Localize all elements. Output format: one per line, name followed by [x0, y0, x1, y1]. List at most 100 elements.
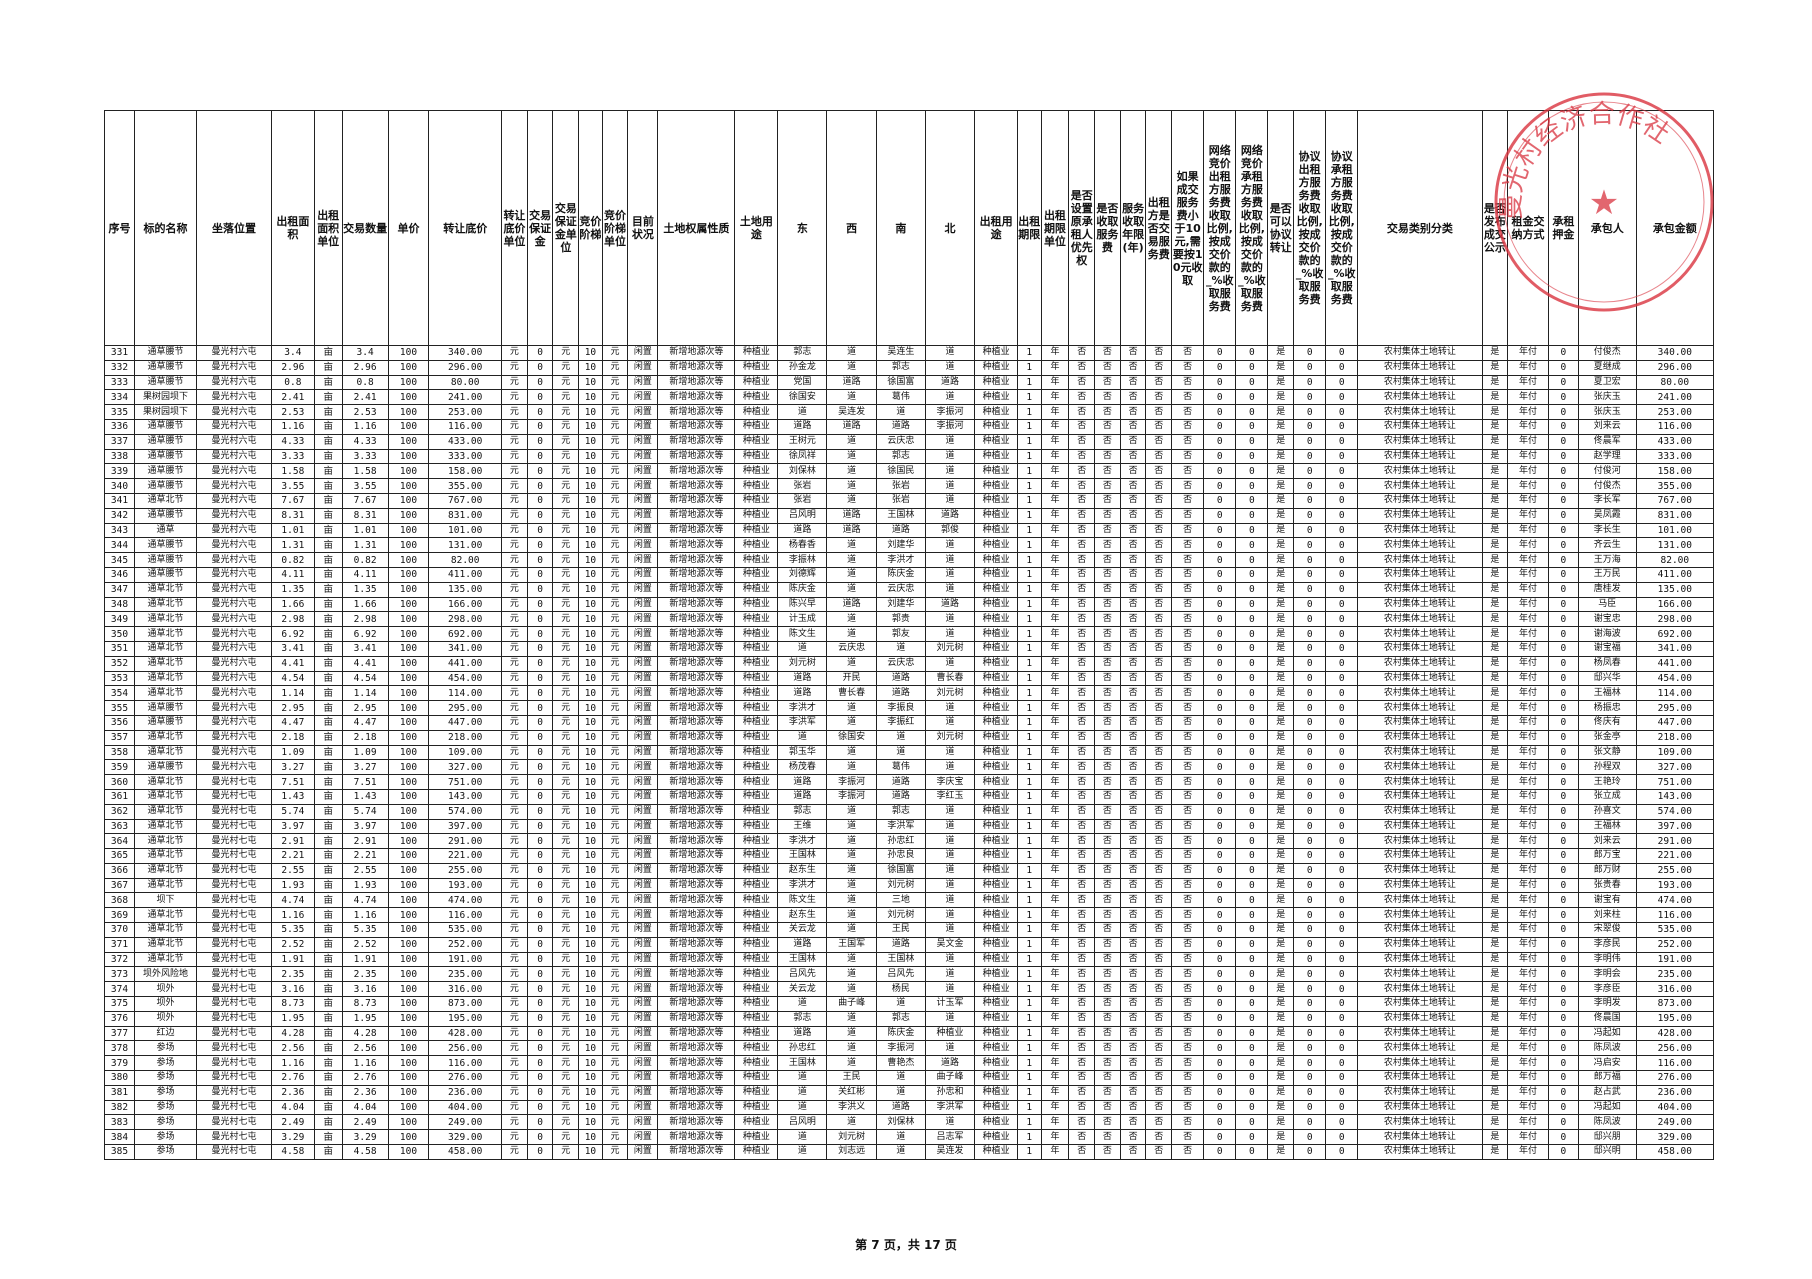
table-cell: 否 — [1145, 996, 1173, 1012]
table-cell: 143.00 — [1635, 788, 1715, 805]
table-cell: 3.55 — [270, 478, 315, 494]
table-cell: 闲置 — [627, 374, 659, 391]
table-cell: 否 — [1068, 522, 1096, 539]
table-cell: 种植业 — [974, 374, 1018, 391]
table-cell: 1.16 — [270, 418, 315, 435]
table-cell: 1 — [1016, 981, 1042, 998]
table-cell: 郭俊 — [924, 522, 976, 539]
table-cell: 751.00 — [1635, 774, 1715, 790]
table-cell: 0 — [1325, 877, 1359, 894]
table-cell: 元 — [601, 892, 629, 909]
table-cell: 0 — [1235, 922, 1269, 938]
table-cell: 82.00 — [428, 552, 503, 568]
table-cell: 0 — [1547, 981, 1579, 998]
table-cell: 0 — [1547, 389, 1579, 406]
table-cell: 8.73 — [270, 996, 315, 1012]
table-cell: 0 — [1235, 892, 1269, 909]
table-cell: 种植业 — [974, 1010, 1018, 1027]
table-cell: 2.53 — [341, 404, 389, 420]
table-cell: 孙忠红 — [875, 833, 926, 850]
table-cell: 0 — [1293, 1129, 1327, 1146]
table-cell: 是 — [1481, 345, 1509, 361]
table-cell: 0 — [1293, 714, 1327, 731]
table-cell: 种植业 — [974, 803, 1018, 820]
table-cell: 通草北节 — [133, 951, 198, 968]
table-cell: 0 — [1547, 596, 1579, 613]
table-cell: 否 — [1171, 626, 1205, 642]
table-cell: 是 — [1481, 522, 1509, 539]
table-cell: 吕风先 — [777, 966, 828, 983]
table-cell: 年付 — [1507, 1144, 1549, 1160]
table-cell: 否 — [1094, 418, 1121, 435]
table-cell: 元 — [552, 566, 580, 583]
table-cell: 赵东生 — [777, 907, 828, 924]
table-cell: 元 — [552, 522, 580, 539]
table-cell: 闲置 — [627, 848, 659, 864]
table-cell: 年 — [1040, 966, 1070, 983]
table-cell: 0 — [526, 1114, 554, 1131]
table-cell: 1 — [1016, 1144, 1042, 1160]
table-cell: 通草腰节 — [133, 700, 198, 716]
table-cell: 否 — [1145, 1055, 1173, 1072]
table-cell: 元 — [552, 788, 580, 805]
table-cell: 0 — [1325, 478, 1359, 494]
table-cell: 元 — [552, 1040, 580, 1057]
table-cell: 道 — [777, 1129, 828, 1146]
table-cell: 0 — [1293, 848, 1327, 864]
table-cell: 0 — [1203, 818, 1237, 835]
table-cell: 371 — [104, 936, 135, 953]
table-cell: 元 — [601, 448, 629, 465]
table-cell: 是 — [1267, 1040, 1295, 1057]
land-transfer-table: 序号标的名称坐落位置出租面积出租面积单位交易数量单价转让底价转让底价单位交易保证… — [104, 110, 1715, 1160]
table-cell: 否 — [1171, 566, 1205, 583]
table-cell: 陈庆金 — [875, 1025, 926, 1042]
table-cell: 曼光村六屯 — [196, 759, 272, 776]
table-cell: 是 — [1267, 774, 1295, 790]
table-cell: 道路 — [777, 936, 828, 953]
table-cell: 否 — [1171, 951, 1205, 968]
table-cell: 新增地源次等 — [657, 507, 736, 524]
table-cell: 否 — [1145, 478, 1173, 494]
table-cell: 1 — [1016, 478, 1042, 494]
table-cell: 0 — [526, 892, 554, 909]
table-cell: 年付 — [1507, 774, 1549, 790]
table-cell: 是 — [1267, 833, 1295, 850]
table-cell: 亩 — [313, 833, 343, 850]
column-header: 出租方是否交易服务费 — [1145, 110, 1173, 346]
table-cell: 256.00 — [428, 1040, 503, 1057]
table-cell: 0 — [1293, 966, 1327, 983]
table-cell: 否 — [1171, 404, 1205, 420]
table-cell: 道 — [777, 996, 828, 1012]
table-cell: 否 — [1094, 877, 1121, 894]
table-cell: 0 — [1235, 404, 1269, 420]
table-cell: 否 — [1119, 581, 1147, 598]
table-cell: 否 — [1094, 492, 1121, 509]
table-cell: 0 — [1203, 848, 1237, 864]
table-cell: 种植业 — [734, 581, 779, 598]
table-cell: 闲置 — [627, 448, 659, 465]
table-cell: 元 — [501, 655, 528, 672]
table-cell: 闲置 — [627, 788, 659, 805]
table-cell: 道路 — [826, 418, 877, 435]
table-cell: 曼光村六屯 — [196, 374, 272, 391]
table-cell: 100 — [387, 463, 430, 480]
table-cell: 李彦民 — [1577, 936, 1637, 953]
table-cell: 道 — [826, 818, 877, 835]
table-cell: 否 — [1068, 714, 1096, 731]
table-cell: 否 — [1119, 788, 1147, 805]
table-cell: 种植业 — [974, 522, 1018, 539]
table-cell: 闲置 — [627, 818, 659, 835]
table-cell: 368 — [104, 892, 135, 909]
table-cell: 种植业 — [734, 463, 779, 480]
table-cell: 0 — [1547, 655, 1579, 672]
table-cell: 李洪义 — [826, 1099, 877, 1116]
table-cell: 0 — [1203, 1025, 1237, 1042]
table-cell: 10 — [578, 966, 603, 983]
table-cell: 吴连生 — [875, 345, 926, 361]
table-cell: 亩 — [313, 818, 343, 835]
table-cell: 否 — [1171, 581, 1205, 598]
table-cell: 否 — [1068, 640, 1096, 657]
